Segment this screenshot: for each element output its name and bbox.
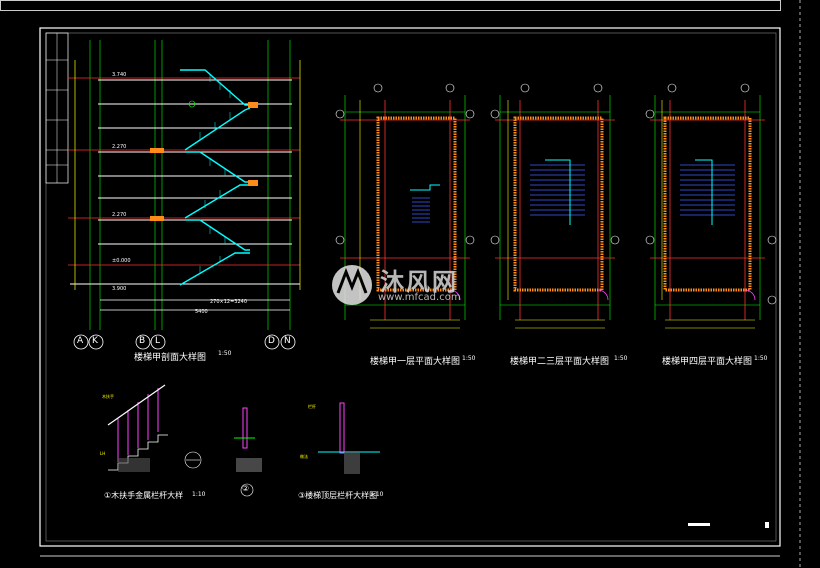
section-title: 楼梯甲剖面大样图 [134,353,207,363]
watermark-logo-icon [332,265,372,305]
plan-2-scale: 1:50 [614,355,628,362]
plan-3-scale: 1:50 [754,355,768,362]
scale-bar [688,523,710,526]
svg-text:做法: 做法 [300,453,308,459]
svg-text:栏杆: 栏杆 [308,403,316,409]
plan-3 [645,83,777,329]
axis-label-k: K [92,336,98,346]
svg-text:2.270: 2.270 [112,212,126,218]
watermark-url: www.mfcad.com [378,292,461,303]
corner-mark [765,522,769,528]
left-title-strip [45,32,69,184]
detail-1-railing: 木扶手 LH [100,384,202,472]
section-axis-bubbles [73,334,296,350]
detail-3-scale: 1:10 [370,491,384,498]
plan-2 [490,83,620,329]
drawing-frame [39,27,781,547]
svg-text:3.740: 3.740 [112,72,126,78]
plan-1 [335,83,475,329]
axis-label-d: D [268,336,275,346]
stair-plans [335,83,777,329]
svg-text:LH: LH [100,451,105,456]
detail-1-title: ①木扶手金属栏杆大样 [104,491,184,500]
watermark-brand: 沐风网 [380,268,458,296]
detail-2-title: ② [242,484,250,493]
axis-label-b: B [139,336,146,346]
plan-3-title: 楼梯甲四层平面大样图 [662,357,753,367]
plan-2-title: 楼梯甲二三层平面大样图 [510,357,610,367]
svg-text:2.270: 2.270 [112,144,126,150]
plan-1-title: 楼梯甲一层平面大样图 [370,357,461,367]
stair-flights [179,69,251,286]
axis-label-a: A [77,336,84,346]
detail-1-scale: 1:10 [192,491,206,498]
svg-text:±0.000: ±0.000 [112,258,131,264]
section-scale: 1:50 [218,350,232,357]
svg-text:3.900: 3.900 [112,286,126,292]
plan-1-scale: 1:50 [462,355,476,362]
outer-frame [0,0,781,11]
axis-label-l: L [155,336,161,346]
svg-text:5400: 5400 [195,309,208,315]
axis-label-n: N [284,336,291,346]
detail-3-title: ③楼梯顶层栏杆大样图 [298,491,378,500]
stair-section: 3.740 2.270 2.270 ±0.000 3.900 270×12=32405… [68,40,301,330]
inner-border [45,32,777,542]
detail-2 [234,407,262,497]
svg-text:270×12=3240: 270×12=3240 [210,299,247,305]
svg-text:木扶手: 木扶手 [102,393,114,399]
